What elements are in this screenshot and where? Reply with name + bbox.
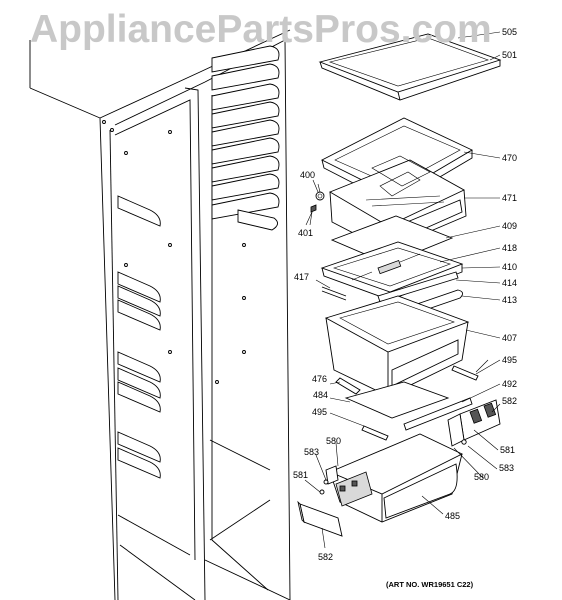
deli-drawer-407 — [324, 295, 470, 397]
callout-413: 413 — [502, 295, 518, 305]
slide-rail-495-upper — [451, 359, 489, 381]
callout-409: 409 — [502, 221, 518, 231]
callout-484: 484 — [313, 390, 329, 400]
rail-492 — [403, 397, 473, 431]
callout-407: 407 — [502, 333, 518, 343]
callout-418: 418 — [502, 243, 518, 253]
control-module-582 — [447, 399, 501, 447]
clip-401 — [309, 204, 317, 226]
callout-417: 417 — [294, 272, 310, 282]
slide-rail-495-lower — [361, 425, 389, 441]
screw-583-left — [319, 479, 329, 495]
module-580-left — [325, 465, 339, 485]
callout-400: 400 — [300, 170, 316, 180]
callout-583-left: 583 — [304, 447, 320, 457]
callout-495-upper: 495 — [502, 355, 518, 365]
divider-484 — [344, 381, 450, 419]
callout-485: 485 — [445, 511, 461, 521]
callout-471: 471 — [502, 193, 518, 203]
callout-410: 410 — [502, 262, 518, 272]
callout-495-lower: 495 — [312, 407, 328, 417]
rod-417 — [321, 286, 347, 301]
panel-582-lower — [297, 500, 343, 537]
knob-400 — [315, 183, 325, 201]
callout-492: 492 — [502, 379, 518, 389]
callout-505: 505 — [502, 27, 518, 37]
watermark-text: AppliancePartsPros.com — [30, 8, 492, 51]
callout-582-lower: 582 — [318, 552, 334, 562]
callout-581-right: 581 — [500, 445, 516, 455]
screw-583-right — [461, 439, 467, 445]
callout-580-left: 580 — [326, 436, 342, 446]
callout-580-right: 580 — [474, 472, 490, 482]
callout-583-right: 583 — [499, 463, 515, 473]
rail-414 — [377, 271, 459, 303]
callout-414: 414 — [502, 278, 518, 288]
leader-lines — [304, 31, 501, 549]
callout-501: 501 — [502, 50, 518, 60]
glass-shelf-501 — [318, 33, 502, 101]
refrigerator-cabinet — [29, 29, 291, 600]
callout-582-upper: 582 — [502, 396, 518, 406]
slide-476 — [335, 377, 361, 395]
art-number: (ART NO. WR19651 C22) — [386, 580, 474, 589]
callout-476: 476 — [312, 374, 328, 384]
callout-470: 470 — [502, 153, 518, 163]
callout-581-left: 581 — [293, 470, 309, 480]
bin-drawer-485 — [328, 433, 464, 523]
callout-401: 401 — [298, 228, 314, 238]
